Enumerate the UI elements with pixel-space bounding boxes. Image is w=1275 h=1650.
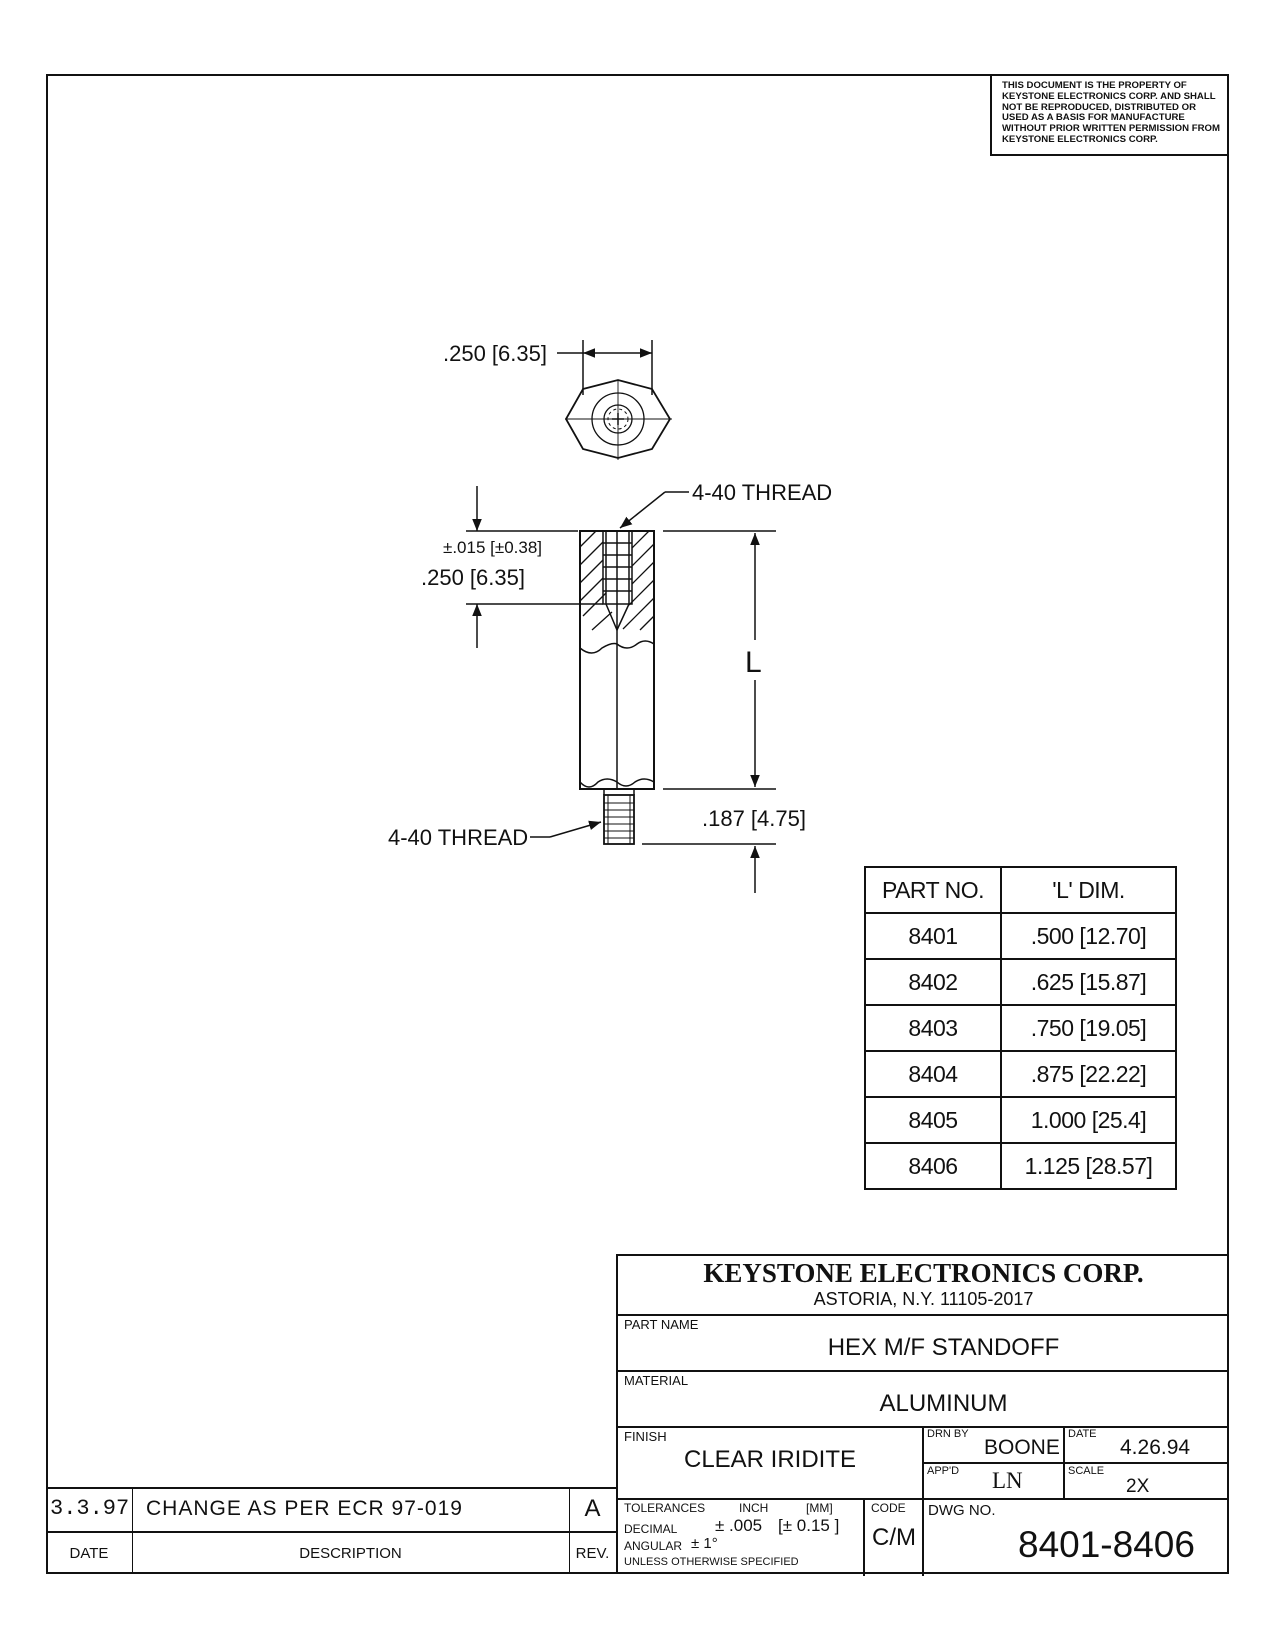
date-value: 4.26.94 — [1120, 1436, 1191, 1459]
standoff-body — [579, 530, 655, 845]
l-dim-header: 'L' DIM. — [1000, 866, 1177, 914]
dwg-no-value: 8401-8406 — [1018, 1524, 1195, 1565]
drn-by-label: DRN BY — [927, 1428, 969, 1440]
table-row: 8405 1.000 [25.4] — [864, 1096, 1177, 1144]
revision-description: CHANGE AS PER ECR 97-019 — [146, 1497, 463, 1520]
part-no-cell: 8406 — [864, 1142, 1002, 1190]
top-thread-label: 4-40 THREAD — [692, 480, 832, 505]
date-label: DATE — [1068, 1428, 1097, 1440]
part-name-label: PART NAME — [624, 1317, 699, 1332]
date-column-header: DATE — [69, 1545, 109, 1562]
l-dim-cell: .875 [22.22] — [1000, 1050, 1177, 1098]
part-no-cell: 8403 — [864, 1004, 1002, 1052]
drn-by-value: BOONE — [984, 1436, 1060, 1459]
finish-label: FINISH — [624, 1429, 667, 1444]
mm-label: [MM] — [806, 1501, 833, 1515]
table-row: 8403 .750 [19.05] — [864, 1004, 1177, 1052]
dwg-no-label: DWG NO. — [928, 1502, 996, 1519]
table-row: 8401 .500 [12.70] — [864, 912, 1177, 960]
angular-label: ANGULAR — [624, 1539, 683, 1553]
part-no-cell: 8405 — [864, 1096, 1002, 1144]
part-no-cell: 8404 — [864, 1050, 1002, 1098]
appd-value: LN — [992, 1468, 1023, 1493]
table-row: 8406 1.125 [28.57] — [864, 1142, 1177, 1190]
company-name: KEYSTONE ELECTRONICS CORP. — [703, 1258, 1144, 1288]
decimal-label: DECIMAL — [624, 1522, 678, 1536]
unless-note: UNLESS OTHERWISE SPECIFIED — [624, 1556, 799, 1568]
revision-letter: A — [584, 1495, 601, 1522]
decimal-mm-value: [± 0.15 ] — [778, 1516, 840, 1535]
scale-label: SCALE — [1068, 1465, 1105, 1477]
stud-length-dim: .187 [4.75] — [702, 806, 806, 831]
rev-column-header: REV. — [575, 1545, 610, 1562]
decimal-value: ± .005 — [715, 1516, 763, 1535]
revision-block: 3.3.97 CHANGE AS PER ECR 97-019 A DATE D… — [46, 1487, 616, 1574]
l-dim-cell: 1.125 [28.57] — [1000, 1142, 1177, 1190]
table-row: 8404 .875 [22.22] — [864, 1050, 1177, 1098]
l-dim-cell: .500 [12.70] — [1000, 912, 1177, 960]
company-address: ASTORIA, N.Y. 11105-2017 — [813, 1289, 1034, 1309]
material-value: ALUMINUM — [879, 1390, 1008, 1417]
table-row: 8402 .625 [15.87] — [864, 958, 1177, 1006]
parts-table-header: PART NO. 'L' DIM. — [864, 866, 1177, 914]
bottom-thread-label: 4-40 THREAD — [388, 825, 528, 850]
l-dim-cell: .625 [15.87] — [1000, 958, 1177, 1006]
part-no-cell: 8401 — [864, 912, 1002, 960]
l-dim-cell: 1.000 [25.4] — [1000, 1096, 1177, 1144]
hex-width-dim: .250 [6.35] — [443, 341, 547, 366]
length-label: L — [745, 646, 762, 679]
top-depth-dim: .250 [6.35] — [421, 565, 525, 590]
inch-label: INCH — [739, 1501, 769, 1515]
appd-label: APP'D — [927, 1465, 960, 1477]
part-name-value: HEX M/F STANDOFF — [827, 1334, 1060, 1361]
part-no-cell: 8402 — [864, 958, 1002, 1006]
l-dim-cell: .750 [19.05] — [1000, 1004, 1177, 1052]
scale-value: 2X — [1126, 1476, 1150, 1497]
angular-value: ± 1° — [691, 1535, 718, 1552]
description-column-header: DESCRIPTION — [299, 1545, 402, 1562]
code-value: C/M — [872, 1524, 916, 1551]
finish-value: CLEAR IRIDITE — [683, 1446, 857, 1473]
code-label: CODE — [871, 1501, 906, 1515]
tolerance-label: ±.015 [±0.38] — [443, 538, 542, 557]
drawing-frame — [46, 74, 1229, 1574]
parts-table: PART NO. 'L' DIM. 8401 .500 [12.70] 8402… — [864, 866, 1177, 1190]
tolerances-label: TOLERANCES — [624, 1501, 706, 1515]
part-no-header: PART NO. — [864, 866, 1002, 914]
property-notice: THIS DOCUMENT IS THE PROPERTY OF KEYSTON… — [990, 75, 1229, 156]
revision-date: 3.3.97 — [50, 1496, 130, 1521]
title-block: KEYSTONE ELECTRONICS CORP. ASTORIA, N.Y.… — [616, 1254, 1229, 1576]
hex-top-view — [564, 379, 672, 460]
material-label: MATERIAL — [624, 1373, 689, 1388]
